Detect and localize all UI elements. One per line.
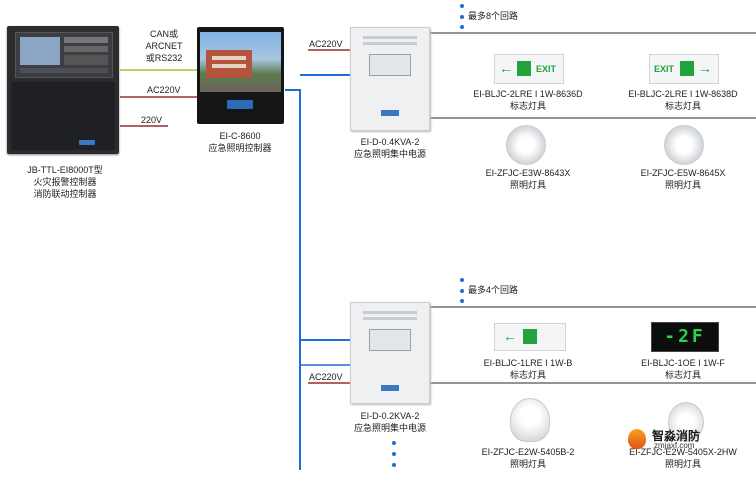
- watermark-brand: 智淼消防: [652, 429, 701, 443]
- downlight-icon: [664, 125, 704, 165]
- circuit-dot: [460, 289, 464, 293]
- psu-bottom-display: [369, 329, 411, 351]
- psu-top-display: [369, 54, 411, 76]
- device-3-type: 照明灯具: [509, 180, 546, 190]
- continuation-dot: [392, 452, 396, 456]
- device-8-type: 照明灯具: [664, 459, 701, 469]
- continuation-dot: [392, 441, 396, 445]
- controller-screen: [200, 32, 281, 92]
- circuit-dot: [460, 15, 464, 19]
- bottom-circuits-note: 最多4个回路: [468, 285, 519, 295]
- psu-bottom-model: EI-D-0.2KVA-2: [360, 411, 420, 421]
- link-label-ac220v: AC220V: [147, 85, 181, 95]
- panel-lower-section: [11, 82, 115, 150]
- arrow-sign-left: ←: [494, 323, 566, 351]
- running-man-icon: [680, 61, 694, 76]
- floor-indicator-sign: -2F: [651, 322, 719, 352]
- fire-panel-line2: 消防联动控制器: [33, 189, 97, 199]
- psu-top-logo-icon: [381, 110, 399, 116]
- device-5-model: EI-BLJC-1LRE I 1W-B: [483, 358, 573, 368]
- exit-text: EXIT: [654, 64, 675, 74]
- device-1-type: 标志灯具: [509, 101, 546, 111]
- flame-logo-icon: [628, 429, 646, 449]
- link-label-220v: 220V: [141, 115, 163, 125]
- device-2-model: EI-BLJC-2LRE I 1W-8638D: [628, 89, 738, 99]
- central-power-supply-top: [350, 27, 430, 131]
- device-3-model: EI-ZFJC-E3W-8643X: [485, 168, 571, 178]
- panel-logo-icon: [79, 140, 95, 145]
- psu-top-name: 应急照明集中电源: [353, 149, 426, 159]
- link-label-arcnet: ARCNET: [145, 41, 183, 51]
- emergency-lighting-controller: [197, 27, 284, 124]
- central-power-supply-bottom: [350, 302, 430, 404]
- exit-text: EXIT: [536, 64, 557, 74]
- link-label-can: CAN或: [149, 29, 178, 39]
- circuit-dot: [460, 25, 464, 29]
- comm-bus-line: [285, 89, 301, 470]
- arrow-right-icon: →: [698, 60, 712, 76]
- bottom-psu-ac220v-label: AC220V: [309, 372, 343, 382]
- wall-light-icon: [510, 398, 550, 442]
- wall-light-icon: [668, 402, 704, 442]
- controller-logo-icon: [227, 100, 253, 109]
- device-4-model: EI-ZFJC-E5W-8645X: [640, 168, 726, 178]
- device-2-type: 标志灯具: [664, 101, 701, 111]
- circuit-dot: [460, 299, 464, 303]
- psu-top-model: EI-D-0.4KVA-2: [360, 137, 420, 147]
- device-4-type: 照明灯具: [664, 180, 701, 190]
- device-6-model: EI-BLJC-1OE I 1W-F: [641, 358, 725, 368]
- device-6-type: 标志灯具: [664, 370, 701, 380]
- fire-alarm-panel: [7, 26, 119, 154]
- controller-model: EI-C-8600: [219, 131, 261, 141]
- controller-name: 应急照明控制器: [208, 143, 272, 153]
- device-5-type: 标志灯具: [509, 370, 546, 380]
- circuit-dot: [460, 4, 464, 8]
- psu-bottom-name: 应急照明集中电源: [353, 423, 426, 433]
- continuation-dot: [392, 463, 396, 467]
- downlight-icon: [506, 125, 546, 165]
- panel-display: [15, 32, 113, 78]
- watermark: 智淼消防 zmjaxf.com: [628, 427, 728, 453]
- arrow-left-icon: ←: [499, 60, 513, 76]
- top-circuits-note: 最多8个回路: [468, 11, 519, 21]
- fire-panel-line1: 火灾报警控制器: [33, 177, 97, 187]
- device-7-type: 照明灯具: [509, 459, 546, 469]
- floor-text: -2F: [664, 326, 706, 347]
- link-label-rs232: 或RS232: [145, 53, 183, 63]
- arrow-left-icon: ←: [503, 328, 517, 344]
- running-man-icon: [523, 329, 537, 344]
- psu-bottom-logo-icon: [381, 385, 399, 391]
- device-1-model: EI-BLJC-2LRE I 1W-8636D: [473, 89, 583, 99]
- exit-sign-right: EXIT →: [649, 54, 719, 84]
- fire-panel-model: JB-TTL-EI8000T型: [27, 165, 103, 175]
- running-man-icon: [517, 61, 531, 76]
- device-7-model: EI-ZFJC-E2W-5405B-2: [481, 447, 575, 457]
- circuit-dot: [460, 278, 464, 282]
- watermark-url: zmjaxf.com: [654, 441, 695, 450]
- top-psu-ac220v-label: AC220V: [309, 39, 343, 49]
- device-8-model: EI-ZFJC-E2W-5405X-2HW: [629, 447, 737, 457]
- exit-sign-left: ← EXIT: [494, 54, 564, 84]
